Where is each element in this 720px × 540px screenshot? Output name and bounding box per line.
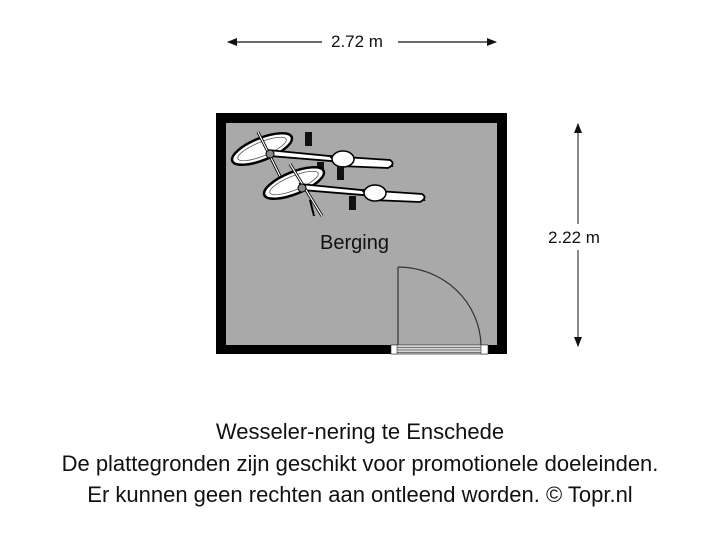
height-dimension-label: 2.22 m xyxy=(548,226,600,250)
width-dimension-label: 2.72 m xyxy=(326,32,388,52)
disclaimer-line-1: De plattegronden zijn geschikt voor prom… xyxy=(61,451,659,476)
plan-title: Wesseler-nering te Enschede xyxy=(215,419,505,444)
door xyxy=(390,266,489,355)
bicycle-icon xyxy=(262,163,426,217)
door-swing-arc xyxy=(397,266,482,346)
bicycle-icon xyxy=(230,131,394,187)
room-name-label: Berging xyxy=(320,232,389,254)
disclaimer-line-2: Er kunnen geen rechten aan ontleend word… xyxy=(87,482,633,507)
